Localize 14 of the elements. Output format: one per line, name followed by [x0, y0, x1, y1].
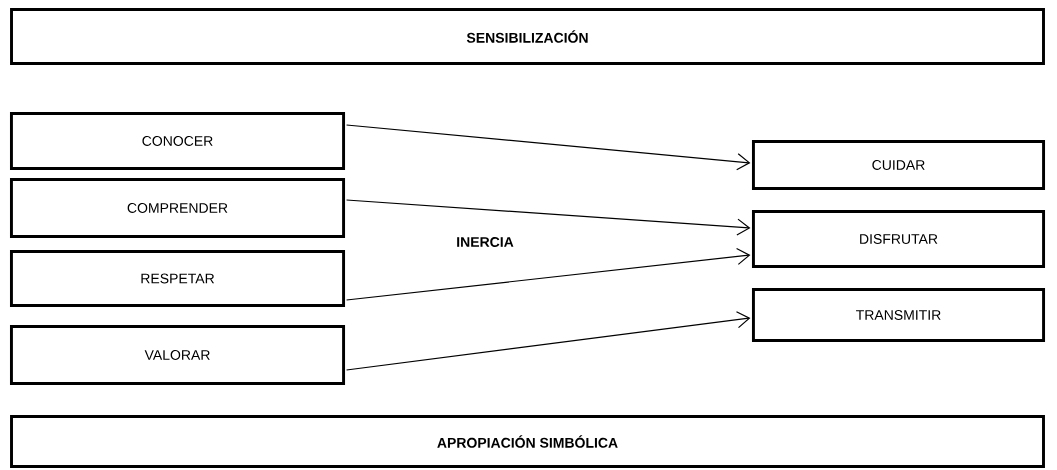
arrow [345, 311, 751, 371]
band-box: APROPIACIÓN SIMBÓLICA [10, 415, 1045, 468]
process-box: DISFRUTAR [751, 210, 1046, 268]
arrow [345, 247, 751, 301]
inertia-label: INERCIA [457, 237, 514, 247]
arrow [345, 124, 751, 171]
process-box: RESPETAR [9, 250, 346, 307]
process-box: VALORAR [9, 325, 346, 385]
arrow [345, 199, 751, 236]
band-box: SENSIBILIZACIÓN [10, 8, 1045, 65]
process-box: CONOCER [9, 112, 346, 170]
process-box: TRANSMITIR [751, 288, 1046, 342]
process-box: COMPRENDER [9, 178, 346, 238]
process-box: CUIDAR [751, 140, 1046, 190]
